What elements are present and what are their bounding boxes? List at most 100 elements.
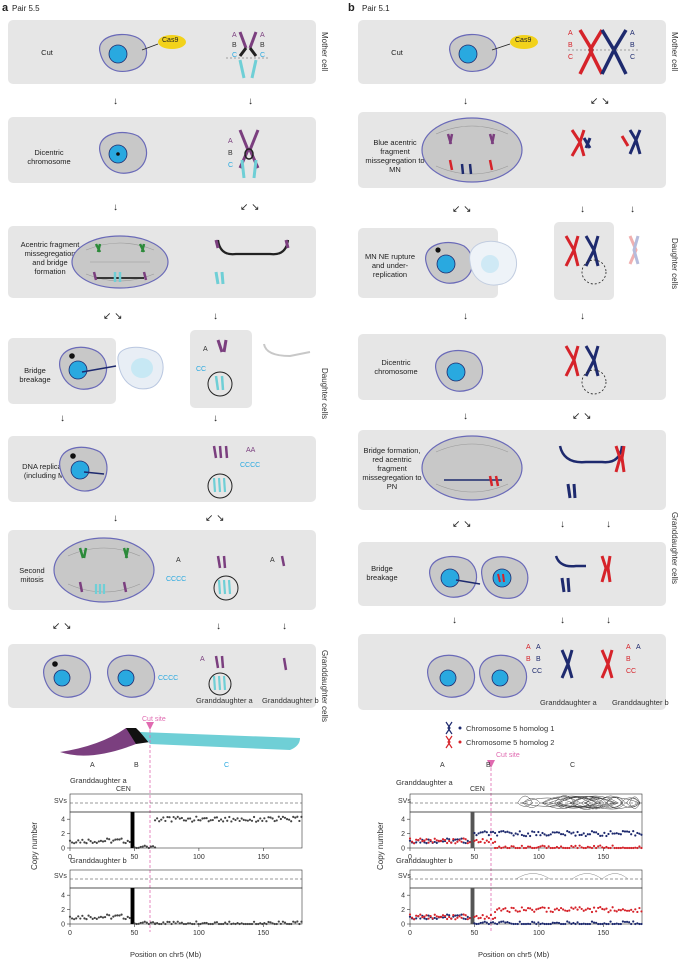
cn-point [498,845,501,848]
cn-point [473,922,476,925]
cn-point [435,839,438,842]
cn-point [514,846,517,850]
letter-A: A [630,30,635,37]
cn-point [156,922,159,925]
letter-C: C [232,52,238,59]
cn-point [518,910,521,913]
cn-point [582,846,585,850]
cn-point [413,918,416,921]
cn-point [559,833,563,836]
stage-b3b [554,222,614,300]
cn-point [551,846,554,850]
cn-point [572,921,575,925]
cn-point [211,922,214,926]
svs-label-b1: SVs [398,798,411,805]
cn-point [182,922,186,926]
side-mother-b: Mother cell [670,32,679,72]
cn-point [562,908,565,911]
cn-point [566,846,569,850]
cn-point [504,831,507,834]
cn-point [238,819,241,823]
cn-point [250,922,254,926]
cn-point [531,908,534,911]
cn-point [283,816,287,819]
x-tick-label: 100 [533,930,545,937]
cn-point [242,922,245,926]
plot-frame [69,887,303,925]
cn-point [599,922,602,926]
letter-A: A [536,644,541,651]
cn-point [543,845,546,848]
cn-point [630,922,633,926]
x-tick-label: 50 [471,930,479,937]
cn-point [443,914,447,918]
cn-point [595,831,598,834]
cn-point [543,906,546,909]
cn-point [189,922,192,925]
cn-point [636,831,639,835]
letter-B: B [630,42,635,49]
label-mn-b: MN NE rupture and under-replication [364,252,415,279]
cn-point [191,820,194,823]
cn-point [427,917,430,920]
cn-point [215,921,219,924]
svs-label-a1: SVs [54,798,67,805]
cn-point [514,922,517,926]
cn-point [597,845,600,848]
cn-point [139,921,142,925]
cn-point [236,817,239,820]
cn-point [529,834,532,838]
label-dnarep-a: DNA replication (including MN) [22,462,74,480]
cn-point [427,838,430,841]
cn-point [477,917,480,920]
cn-point [259,817,262,820]
cn-point [263,817,266,820]
cn-point [597,922,600,926]
cn-point [70,841,74,844]
cn-point [143,844,146,847]
cn-point [545,922,548,926]
cn-point [479,921,482,925]
cn-point [205,817,208,820]
cn-point [516,833,519,836]
cn-point [168,816,171,819]
cn-point [178,922,181,925]
letter-CC: CC [626,668,637,675]
cn-point [193,819,196,822]
cn-point [586,907,589,910]
cn-point [568,846,571,850]
cn-point [120,837,123,840]
x-tick-label: 50 [131,854,139,861]
cn-point [543,833,546,836]
arrow-down: ↓ [606,519,611,530]
cn-point [149,845,153,848]
cn-point [566,909,569,913]
cn-point [273,922,276,926]
cn-point [615,922,618,925]
y-tick-label: 0 [401,922,405,929]
cn-point [164,922,167,926]
cn-point [609,920,612,923]
y-tick-label: 0 [61,922,65,929]
cn-point [496,922,499,926]
cn-point [623,846,627,850]
cn-point [186,817,190,820]
cn-point [87,914,90,917]
cn-point [431,841,434,844]
cn-point [526,832,530,835]
cn-point [582,922,585,925]
cn-point [441,916,445,919]
cn-point [433,913,436,916]
cn-point [244,922,247,926]
cn-point [603,922,606,925]
cn-point [250,819,254,822]
cn-point [621,908,625,911]
cn-point [273,819,276,823]
x-tick-label: 50 [131,930,139,937]
y-tick-label: 0 [61,846,65,853]
cn-point [288,922,291,926]
cn-point [153,819,157,822]
cn-point [553,831,556,834]
cn-point [240,922,243,925]
cn-point [180,921,183,924]
